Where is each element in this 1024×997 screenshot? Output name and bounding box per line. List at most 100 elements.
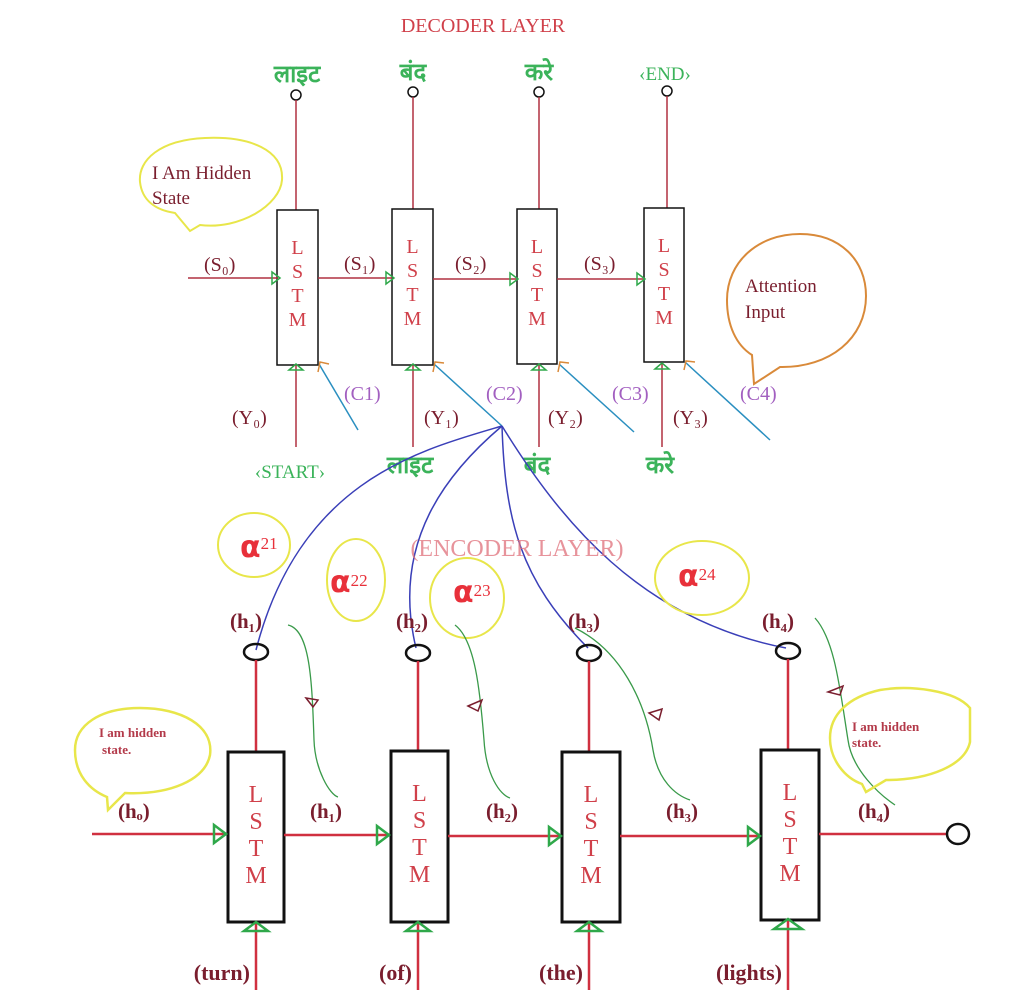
lstm-cell-box: [759, 748, 821, 922]
lstm-letter: S: [584, 809, 597, 835]
encoder-output-node: [404, 643, 432, 663]
arrowhead-icon: [317, 361, 330, 373]
lstm-letter: T: [249, 836, 264, 862]
arrowhead-icon: [509, 271, 520, 287]
decoder-output-token-end: ‹END›: [639, 64, 691, 85]
attention-input-bubble: [725, 232, 868, 386]
arrowhead-icon: [432, 361, 445, 373]
lstm-letter: M: [289, 309, 307, 331]
lstm-cell-box: [226, 750, 286, 924]
decoder-output-connectors: [290, 85, 673, 210]
decoder-input-y1: (Y₁): [424, 407, 459, 429]
decoder-state-s0: (S₀): [204, 254, 235, 276]
lstm-letter: S: [407, 260, 418, 282]
lstm-letter: M: [779, 861, 800, 887]
lstm-letter: M: [409, 862, 430, 888]
decoder-input-token-start: ‹START›: [255, 462, 325, 483]
decoder-output-node: [533, 86, 545, 98]
attention-weight-a23: α23: [453, 575, 491, 610]
lstm-letter: S: [292, 261, 303, 283]
arrowhead-icon: [547, 824, 564, 848]
decoder-input-connections: [286, 362, 672, 447]
attention-weight-bubble: [429, 557, 505, 639]
decoder-output-node: [290, 89, 302, 101]
decoder-hidden-bubble-line1: I Am Hidden: [152, 163, 252, 184]
arrowhead-icon: [271, 270, 282, 286]
lstm-letter: S: [783, 807, 796, 833]
lstm-letter: L: [531, 236, 543, 258]
lstm-letter: T: [412, 835, 427, 861]
lstm-letter: L: [412, 781, 427, 807]
arrowhead-icon: [304, 696, 320, 709]
lstm-letter: T: [658, 283, 670, 305]
lstm-letter: T: [291, 285, 303, 307]
context-c2: (C2): [486, 383, 523, 405]
lstm-cell-box: [516, 208, 558, 365]
encoder-left-bubble-line2: state.: [102, 742, 131, 757]
lstm-letter: S: [413, 808, 426, 834]
lstm-letter: M: [580, 863, 601, 889]
lstm-letter: L: [658, 235, 670, 257]
lstm-letter: T: [584, 836, 599, 862]
arrowhead-icon: [240, 920, 272, 933]
encoder-state-connections: [92, 822, 971, 848]
lstm-letter: T: [406, 284, 418, 306]
lstm-letter: L: [406, 236, 418, 258]
arrowhead-icon: [683, 360, 696, 371]
decoder-output-node: [407, 86, 419, 98]
encoder-left-bubble-line1: I am hidden: [99, 725, 167, 740]
decoder-output-token-1: लाइट: [273, 60, 321, 88]
encoder-hidden-bubble-right: [828, 686, 972, 794]
context-c3: (C3): [612, 383, 649, 405]
feedback-curve: [287, 624, 339, 798]
lstm-letter: T: [783, 834, 798, 860]
lstm-letter: L: [584, 782, 599, 808]
lstm-letter: M: [528, 308, 546, 330]
arrowhead-icon: [529, 363, 549, 371]
attention-weight-a21: α21: [240, 530, 278, 565]
decoder-title: DECODER LAYER: [401, 15, 566, 37]
lstm-letter: L: [249, 782, 264, 808]
decoder-output-token-3: करे: [524, 58, 554, 86]
attention-weight-a24: α24: [678, 559, 716, 594]
arrowhead-icon: [825, 684, 845, 696]
encoder-state-h4: (h₄): [858, 799, 890, 823]
encoder-output-h2: (h₂): [396, 609, 428, 633]
context-c4: (C4): [740, 383, 777, 405]
encoder-output-node: [242, 642, 270, 662]
feedback-curve: [454, 624, 511, 799]
lstm-letter: M: [655, 307, 673, 329]
arrowhead-icon: [286, 363, 306, 371]
attention-line-h1: [255, 425, 503, 651]
arrowhead-icon: [652, 362, 672, 370]
encoder-output-node: [575, 643, 603, 663]
lstm-letter: M: [245, 863, 266, 889]
encoder-input-word-the: (the): [539, 960, 583, 985]
context-line: [558, 363, 635, 433]
encoder-right-bubble-line2: state.: [852, 735, 881, 750]
decoder-state-connections: [188, 270, 647, 287]
feedback-curve: [574, 627, 691, 801]
arrowhead-icon: [770, 917, 806, 931]
encoder-state-h2: (h₂): [486, 799, 518, 823]
feedback-curve: [814, 617, 896, 806]
decoder-input-token-1: लाइट: [386, 451, 434, 479]
encoder-input-connections: [240, 917, 806, 990]
encoder-input-word-turn: (turn): [194, 960, 250, 985]
attention-bubble-line2: Input: [745, 302, 786, 323]
context-line: [684, 361, 771, 441]
encoder-title: (ENCODER LAYER): [410, 536, 623, 562]
encoder-state-h1: (h₁): [310, 799, 342, 823]
lstm-letter: L: [783, 780, 798, 806]
arrowhead-icon: [212, 822, 229, 846]
context-line: [433, 363, 503, 427]
lstm-letter: S: [249, 809, 262, 835]
decoder-input-y3: (Y₃): [673, 407, 708, 429]
lstm-letter: L: [291, 237, 303, 259]
decoder-input-y0: (Y₀): [232, 407, 267, 429]
arrowhead-icon: [746, 824, 763, 848]
